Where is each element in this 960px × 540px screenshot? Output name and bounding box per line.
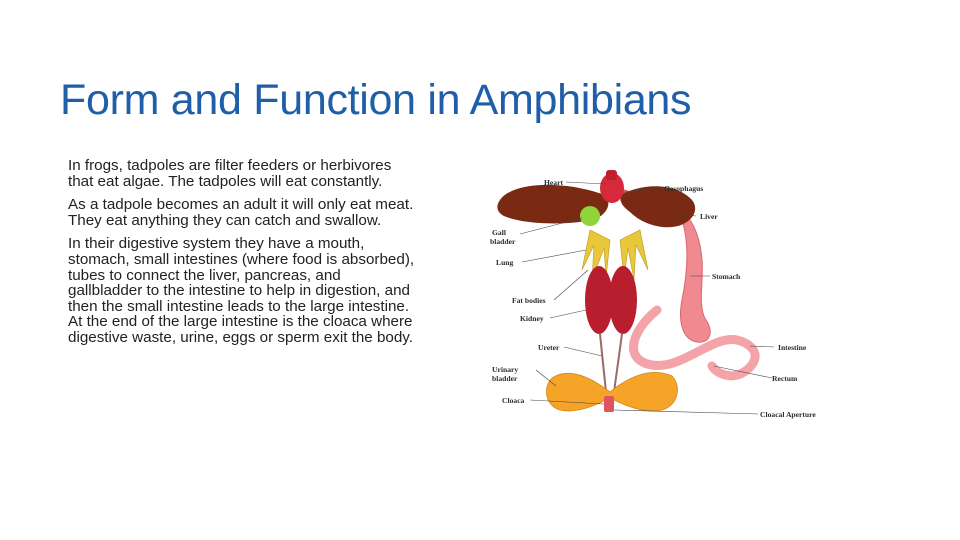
label-stomach: Stomach	[712, 272, 741, 281]
label-urinary-bladder: bladder	[492, 374, 518, 383]
label-gall: Gall	[492, 228, 506, 237]
label-kidney: Kidney	[520, 314, 544, 323]
label-gall-bladder: bladder	[490, 237, 516, 246]
liver-right-lobe	[620, 186, 696, 228]
heart-shape	[600, 173, 624, 203]
gall-bladder-shape	[580, 206, 600, 226]
kidney-right	[609, 266, 637, 334]
label-rectum: Rectum	[772, 374, 798, 383]
slide-title: Form and Function in Amphibians	[60, 76, 692, 124]
label-cloacal-aperture: Cloacal Aperture	[760, 410, 816, 419]
urinary-bladder-shape	[546, 372, 678, 412]
label-cloaca: Cloaca	[502, 396, 525, 405]
slide-body: In frogs, tadpoles are filter feeders or…	[68, 158, 418, 354]
paragraph-tadpole-diet: In frogs, tadpoles are filter feeders or…	[68, 157, 392, 190]
lung-left	[581, 229, 611, 281]
cloaca-shape	[604, 396, 614, 412]
ureter-right	[613, 333, 623, 393]
paragraph-digestive-system: In their digestive system they have a mo…	[68, 235, 415, 346]
label-fat-bodies: Fat bodies	[512, 296, 546, 305]
label-oesophagus: Oesophagus	[664, 184, 703, 193]
intestine-shape	[629, 305, 760, 381]
paragraph-adult-diet: As a tadpole becomes an adult it will on…	[68, 196, 414, 229]
label-lung: Lung	[496, 258, 514, 267]
label-urinary: Urinary	[492, 365, 518, 374]
heart-vessel	[606, 170, 617, 180]
ureter-left	[599, 333, 607, 393]
kidney-left	[585, 266, 613, 334]
label-intestine: Intestine	[778, 343, 807, 352]
label-heart: Heart	[544, 178, 563, 187]
frog-digestive-diagram: Heart Oesophagus Liver Gall bladder Lung…	[490, 170, 816, 419]
label-ureter: Ureter	[538, 343, 560, 352]
label-liver: Liver	[700, 212, 718, 221]
